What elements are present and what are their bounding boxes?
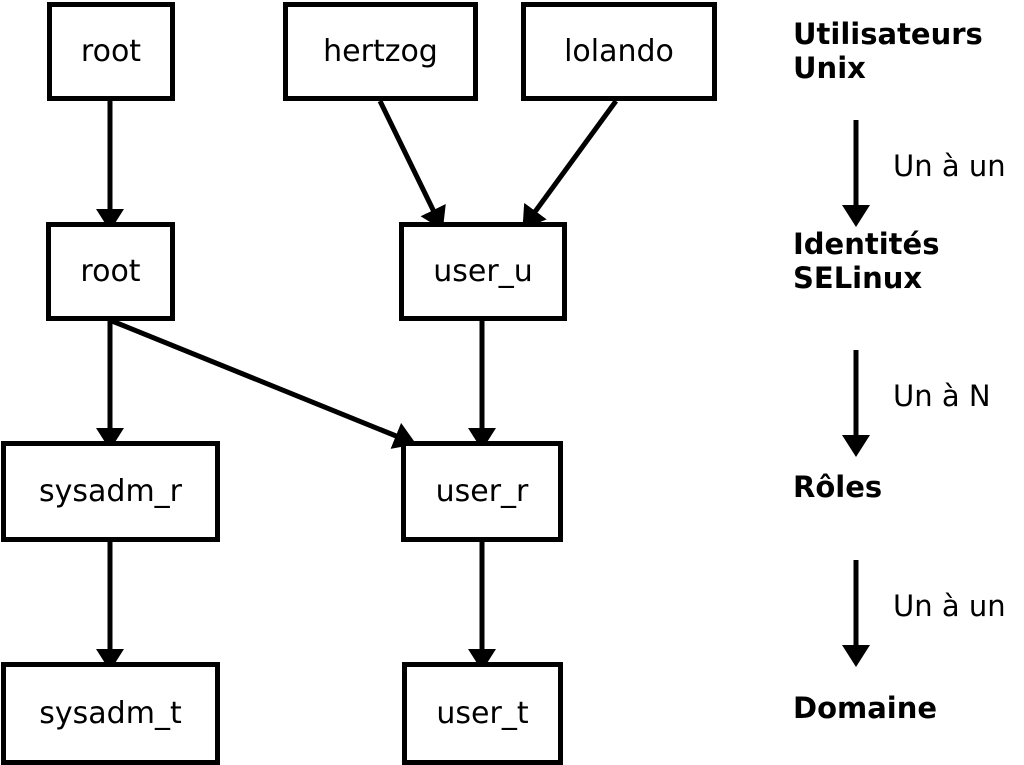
level-unix-label: Utilisateurs Unix: [793, 17, 983, 85]
node-role_sysadm[interactable]: sysadm_r: [1, 441, 220, 542]
level-role-label: Rôles: [793, 470, 883, 504]
edge-unix_lolando-to-id_user_u: [522, 99, 619, 229]
node-unix_root[interactable]: root: [47, 2, 175, 101]
level-domain-label: Domaine: [793, 691, 938, 725]
node-label: user_t: [436, 695, 529, 731]
node-id_user_u[interactable]: user_u: [399, 222, 567, 321]
cardinality-2-label: Un à N: [893, 379, 991, 413]
node-id_root[interactable]: root: [46, 222, 175, 321]
node-label: sysadm_r: [39, 473, 182, 509]
cardinality-3-label: Un à un: [893, 589, 1006, 623]
node-label: lolando: [564, 33, 674, 69]
node-dom_sysadm[interactable]: sysadm_t: [1, 662, 220, 765]
node-label: root: [80, 33, 142, 69]
node-role_user[interactable]: user_r: [401, 441, 563, 542]
node-unix_hertzog[interactable]: hertzog: [283, 2, 478, 101]
edge-unix_hertzog-to-id_user_u: [377, 99, 446, 230]
cardinality-1-label: Un à un: [893, 149, 1006, 183]
node-dom_user[interactable]: user_t: [402, 662, 563, 765]
node-label: sysadm_t: [39, 695, 182, 731]
level-identity-label: Identités SELinux: [793, 227, 940, 295]
node-label: user_u: [433, 253, 533, 289]
node-label: hertzog: [323, 33, 438, 69]
node-unix_lolando[interactable]: lolando: [521, 2, 717, 101]
edge-id_root-to-role_user: [111, 318, 417, 449]
node-label: user_r: [435, 473, 529, 509]
node-label: root: [80, 253, 141, 289]
